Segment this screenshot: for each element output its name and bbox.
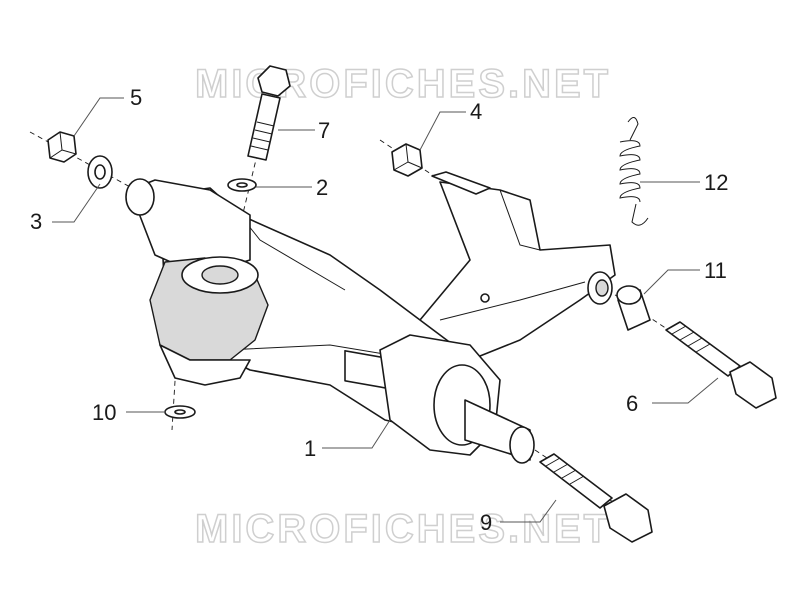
bolt-6 bbox=[665, 321, 777, 409]
callout-11: 11 bbox=[704, 258, 727, 283]
swing-arm bbox=[125, 178, 616, 464]
bolt-9 bbox=[539, 453, 653, 543]
bolt-7 bbox=[247, 65, 291, 161]
watermark-top: MICROFICHES.NET bbox=[195, 62, 611, 106]
callout-10: 10 bbox=[92, 400, 116, 425]
callout-7: 7 bbox=[318, 118, 330, 143]
spring-12 bbox=[619, 117, 649, 226]
callout-5: 5 bbox=[130, 85, 142, 110]
watermark-bottom: MICROFICHES.NET bbox=[195, 507, 611, 551]
callout-2: 2 bbox=[316, 175, 328, 200]
callout-9: 9 bbox=[480, 510, 492, 535]
callout-3: 3 bbox=[30, 209, 42, 234]
callout-4: 4 bbox=[470, 99, 482, 124]
leader-lines bbox=[52, 97, 719, 523]
nut-4 bbox=[391, 143, 491, 195]
washer-3 bbox=[87, 155, 113, 189]
callout-6: 6 bbox=[626, 391, 638, 416]
bushing-11 bbox=[616, 285, 651, 331]
washer-10 bbox=[164, 405, 196, 419]
callout-1: 1 bbox=[304, 436, 316, 461]
callout-12: 12 bbox=[704, 170, 728, 195]
axis-line-left bbox=[29, 131, 133, 189]
nut-5 bbox=[47, 131, 77, 163]
washer-2 bbox=[227, 178, 257, 192]
